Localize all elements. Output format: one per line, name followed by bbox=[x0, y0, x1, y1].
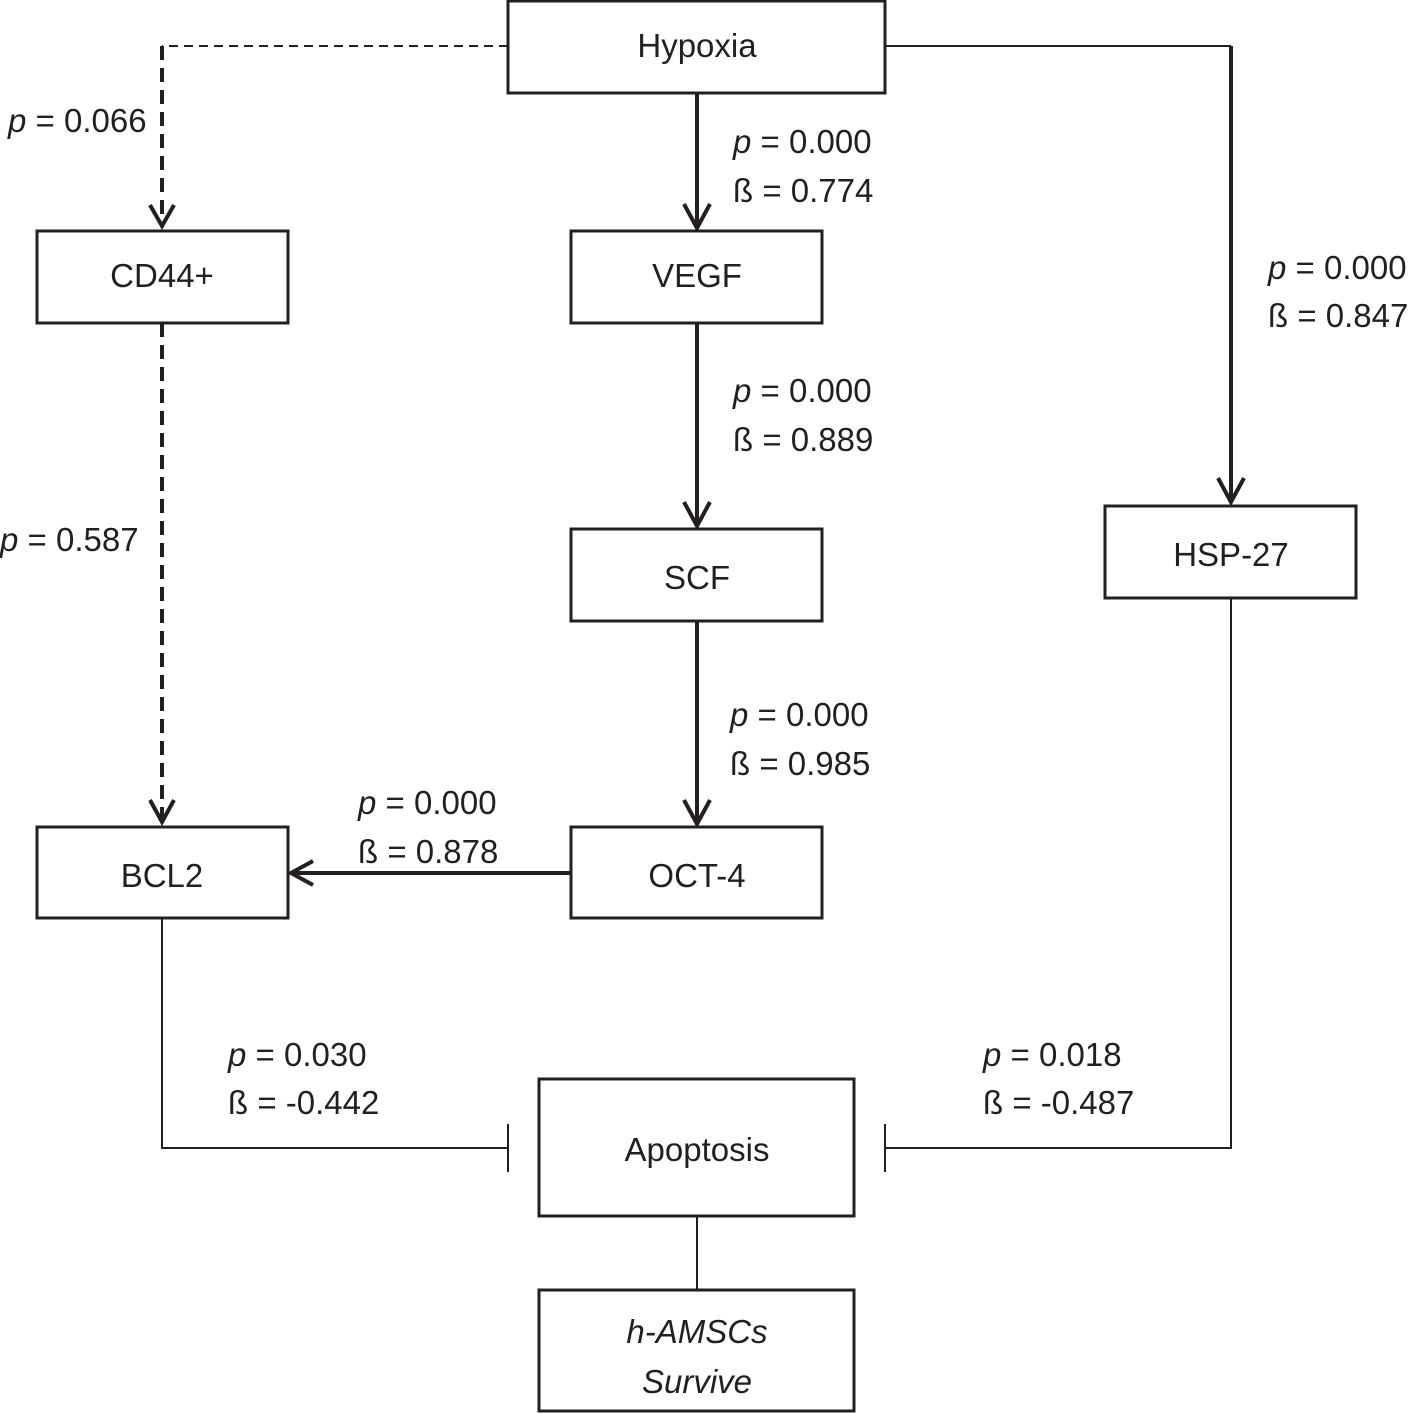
node-hypoxia-label: Hypoxia bbox=[637, 27, 757, 64]
label-hsp27-apoptosis-p: p = 0.018 bbox=[982, 1036, 1122, 1073]
p-value: = 0.587 bbox=[18, 521, 138, 558]
node-vegf: VEGF bbox=[569, 229, 824, 325]
label-bcl2-apoptosis-p: p = 0.030 bbox=[227, 1036, 367, 1073]
p-value: = 0.066 bbox=[26, 102, 146, 139]
node-hsp27-label: HSP-27 bbox=[1173, 536, 1289, 573]
arrowhead-cd44 bbox=[148, 204, 176, 231]
label-hsp27-apoptosis-beta: ß = -0.487 bbox=[983, 1084, 1134, 1121]
node-survive-line2: Survive bbox=[642, 1363, 752, 1400]
p-value: = 0.030 bbox=[246, 1036, 366, 1073]
edge-bcl2-apoptosis bbox=[161, 918, 508, 1149]
p-symbol: p bbox=[732, 123, 751, 160]
p-value: = 0.018 bbox=[1001, 1036, 1121, 1073]
node-survive: h-AMSCs Survive bbox=[537, 1288, 856, 1413]
label-hypoxia-cd44-p: p = 0.066 bbox=[7, 102, 147, 139]
node-cd44: CD44+ bbox=[35, 229, 290, 325]
node-hypoxia: Hypoxia bbox=[506, 0, 887, 95]
p-symbol: p bbox=[7, 102, 26, 139]
node-scf-label: SCF bbox=[664, 559, 730, 596]
p-symbol: p bbox=[1267, 249, 1286, 286]
p-value: = 0.000 bbox=[751, 372, 871, 409]
node-survive-line1: h-AMSCs bbox=[626, 1313, 767, 1350]
node-apoptosis-label: Apoptosis bbox=[625, 1131, 770, 1168]
node-bcl2-label: BCL2 bbox=[121, 857, 204, 894]
node-apoptosis: Apoptosis bbox=[537, 1077, 856, 1218]
p-symbol: p bbox=[357, 784, 376, 821]
label-scf-oct4-beta: ß = 0.985 bbox=[730, 745, 870, 782]
p-value: = 0.000 bbox=[376, 784, 496, 821]
edges bbox=[148, 45, 1246, 1290]
p-value: = 0.000 bbox=[751, 123, 871, 160]
label-hypoxia-vegf-p: p = 0.000 bbox=[732, 123, 872, 160]
p-symbol: p bbox=[729, 696, 748, 733]
node-vegf-label: VEGF bbox=[652, 257, 742, 294]
node-cd44-label: CD44+ bbox=[110, 257, 214, 294]
edge-hsp27-apoptosis bbox=[885, 598, 1232, 1149]
p-symbol: p bbox=[227, 1036, 246, 1073]
label-hypoxia-hsp27-p: p = 0.000 bbox=[1267, 249, 1407, 286]
node-bcl2: BCL2 bbox=[35, 825, 290, 920]
p-symbol: p bbox=[982, 1036, 1001, 1073]
label-cd44-bcl2-p: p = 0.587 bbox=[0, 521, 139, 558]
label-oct4-bcl2-beta: ß = 0.878 bbox=[358, 833, 498, 870]
p-symbol: p bbox=[732, 372, 751, 409]
label-vegf-scf-beta: ß = 0.889 bbox=[733, 421, 873, 458]
node-hsp27: HSP-27 bbox=[1103, 504, 1358, 600]
p-value: = 0.000 bbox=[748, 696, 868, 733]
label-oct4-bcl2-p: p = 0.000 bbox=[357, 784, 497, 821]
label-bcl2-apoptosis-beta: ß = -0.442 bbox=[228, 1084, 379, 1121]
label-hypoxia-hsp27-beta: ß = 0.847 bbox=[1268, 297, 1408, 334]
arrowhead-bcl2-right bbox=[286, 859, 314, 887]
node-oct4: OCT-4 bbox=[569, 825, 824, 920]
label-vegf-scf-p: p = 0.000 bbox=[732, 372, 872, 409]
arrowhead-oct4 bbox=[682, 799, 712, 829]
edge-labels: p = 0.066 p = 0.587 p = 0.000 ß = 0.774 … bbox=[0, 102, 1408, 1121]
p-symbol: p bbox=[0, 521, 18, 558]
p-value: = 0.000 bbox=[1286, 249, 1406, 286]
label-scf-oct4-p: p = 0.000 bbox=[729, 696, 869, 733]
label-hypoxia-vegf-beta: ß = 0.774 bbox=[733, 172, 873, 209]
arrowhead-hsp27 bbox=[1216, 477, 1246, 507]
arrowhead-scf bbox=[682, 501, 712, 531]
node-oct4-label: OCT-4 bbox=[648, 857, 745, 894]
arrowhead-bcl2-top bbox=[148, 799, 176, 827]
arrowhead-vegf bbox=[682, 203, 712, 233]
node-scf: SCF bbox=[569, 527, 824, 623]
